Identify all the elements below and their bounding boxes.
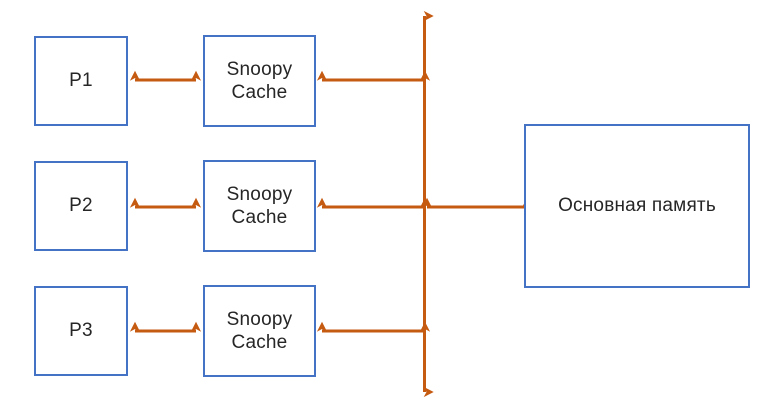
processor-label-p3: P3	[69, 320, 93, 342]
processor-box-p3[interactable]: P3	[34, 286, 128, 376]
connector-p1-to-cache1-svg	[129, 70, 202, 82]
connector-bus-to-memory	[418, 195, 536, 219]
main-memory-box[interactable]: Основная память	[524, 124, 750, 288]
cache-label-3: Snoopy Cache	[226, 308, 293, 353]
connector-cache3-to-bus-svg	[316, 321, 431, 333]
cache-label-2: Snoopy Cache	[226, 183, 293, 228]
connector-p2-to-cache2-svg	[129, 197, 202, 209]
cache-label-1: Snoopy Cache	[226, 58, 293, 103]
connector-cache3-to-bus	[313, 319, 435, 343]
processor-box-p1[interactable]: P1	[34, 36, 128, 126]
processor-label-p2: P2	[69, 195, 93, 217]
connector-cache2-to-bus	[313, 195, 435, 219]
connector-p1-to-cache1	[126, 68, 206, 92]
connector-cache1-to-bus	[313, 68, 435, 92]
cache-box-3[interactable]: Snoopy Cache	[203, 285, 316, 377]
cache-box-2[interactable]: Snoopy Cache	[203, 160, 316, 252]
connector-p2-to-cache2	[126, 195, 206, 219]
processor-box-p2[interactable]: P2	[34, 161, 128, 251]
connector-cache2-to-bus-svg	[316, 197, 431, 209]
connector-cache1-to-bus-svg	[316, 70, 431, 82]
main-memory-label: Основная память	[558, 195, 716, 217]
processor-label-p1: P1	[69, 70, 93, 92]
connector-p3-to-cache3	[126, 319, 206, 343]
cache-box-1[interactable]: Snoopy Cache	[203, 35, 316, 127]
connector-bus-to-memory-svg	[421, 197, 533, 209]
connector-p3-to-cache3-svg	[129, 321, 202, 333]
